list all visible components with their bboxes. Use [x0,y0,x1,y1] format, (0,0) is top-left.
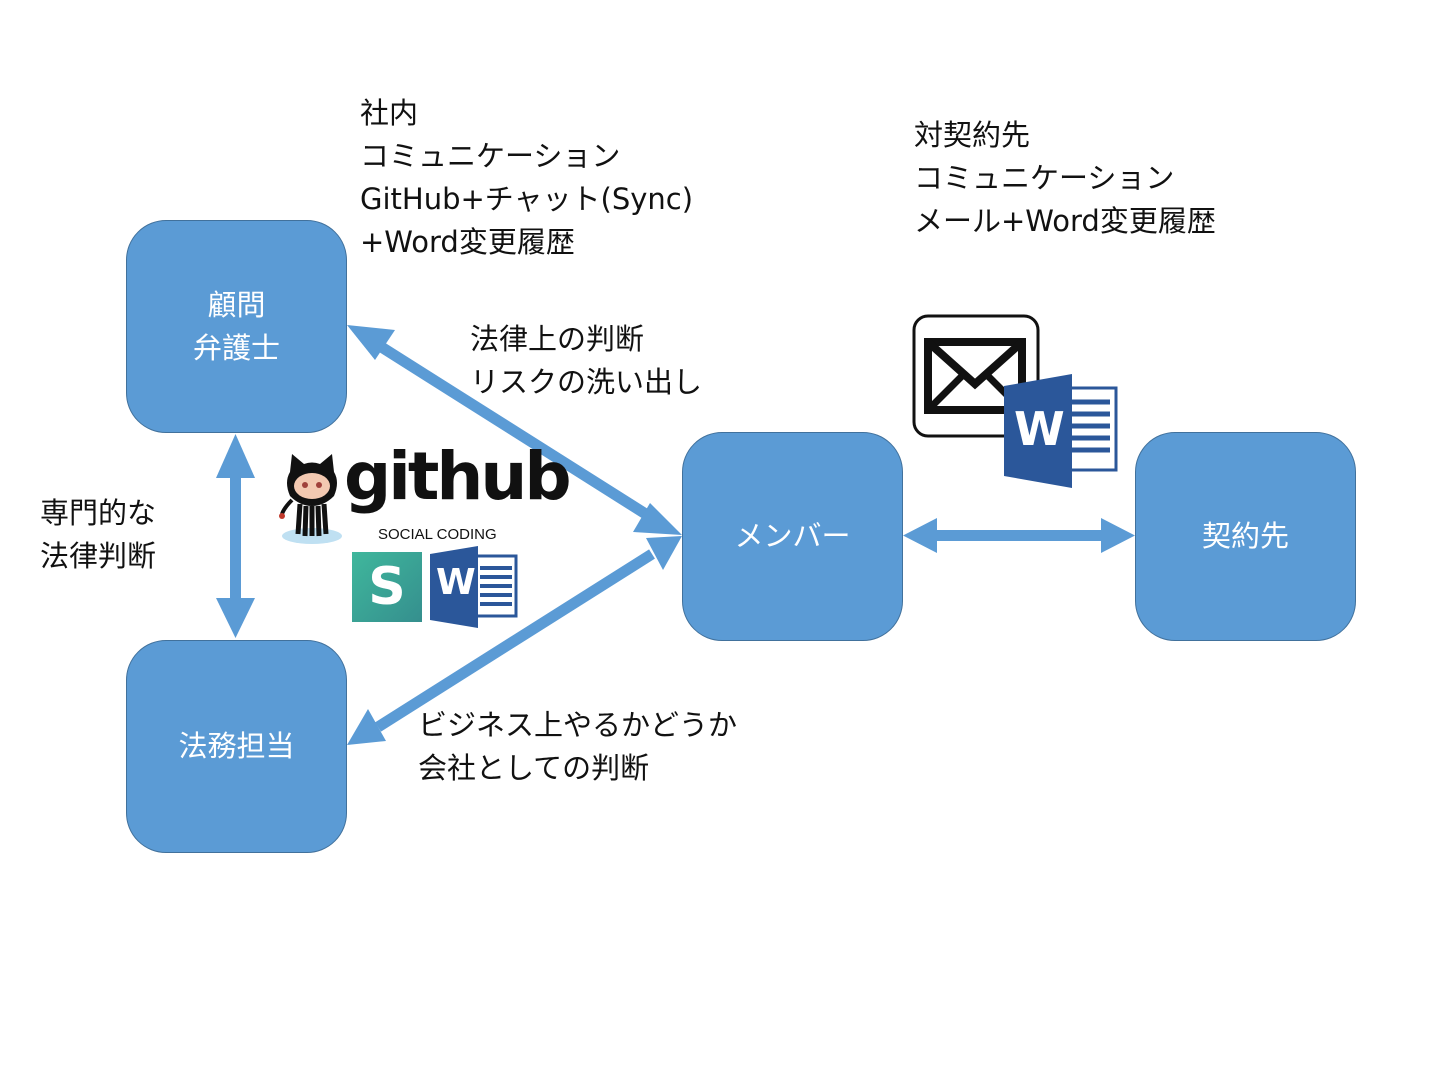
word-letter-email: W [1014,402,1065,456]
octocat-icon [279,454,342,544]
sync-app-icon: S [352,552,422,622]
business-judgment-label: ビジネス上やるかどうか 会社としての判断 [418,708,738,785]
edge-advisor-legal [216,434,255,638]
node-legal-staff: 法務担当 [126,640,347,853]
word-letter: W [436,562,476,603]
internal-communication-label: 社内 コミュニケーション GitHub+チャット(Sync) +Word変更履歴 [360,96,694,259]
external-communication-label: 対契約先 コミュニケーション メール+Word変更履歴 [914,118,1216,238]
word-icon-email: W [1002,374,1120,488]
node-counterparty: 契約先 [1135,432,1356,641]
node-member-label: メンバー [734,519,851,554]
node-counterparty-label: 契約先 [1201,519,1289,554]
expert-judgment-label: 専門的な 法律判断 [40,496,157,573]
edge-member-counterparty [903,518,1135,553]
edge-advisor-member [347,325,682,535]
node-member: メンバー [682,432,903,641]
github-tagline: SOCIAL CODING [378,526,497,543]
word-icon: W [428,544,520,628]
legal-judgment-label: 法律上の判断 リスクの洗い出し [470,322,703,399]
github-logo: github SOCIAL CODING [278,438,572,547]
github-wordmark: github [344,438,572,515]
sync-letter: S [368,557,406,617]
node-advisor-lawyer-label: 顧問 弁護士 [192,288,280,365]
node-legal-staff-label: 法務担当 [178,729,295,764]
edge-legal-member [347,536,682,745]
node-advisor-lawyer: 顧問 弁護士 [126,220,347,433]
